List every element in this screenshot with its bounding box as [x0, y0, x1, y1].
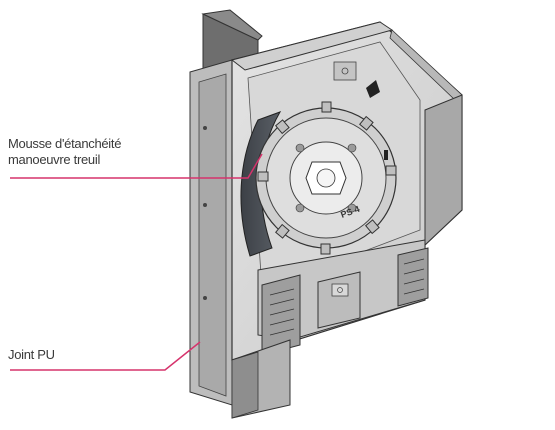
marker-ticks	[366, 80, 388, 160]
joint-leader-line	[10, 341, 201, 371]
seal-label-line1: Mousse d'étanchéité	[8, 136, 122, 151]
joint-label: Joint PU	[8, 347, 55, 363]
leader-lines	[10, 153, 263, 371]
joint-label-text: Joint PU	[8, 347, 55, 362]
winch-wheel: PS 4	[255, 101, 397, 255]
front-flange	[189, 59, 233, 406]
lower-section	[231, 239, 429, 419]
seal-label: Mousse d'étanchéité manoeuvre treuil	[8, 136, 121, 168]
seal-leader-line	[10, 153, 263, 179]
seal-label-line2: manoeuvre treuil	[8, 152, 101, 167]
